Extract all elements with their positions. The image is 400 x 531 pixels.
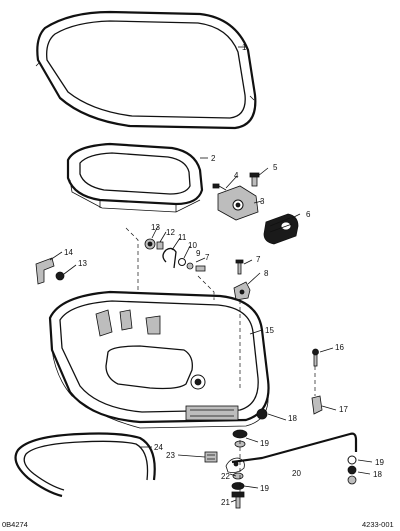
callout-7-upper: 7	[256, 255, 261, 264]
latch-knob-part	[263, 213, 299, 245]
callout-21: 21	[221, 498, 230, 507]
footer-left-code: 0B4274	[2, 520, 28, 529]
callout-7-lower: 7	[205, 253, 210, 262]
callout-8: 8	[264, 269, 269, 278]
mounting-frame-part	[66, 142, 204, 213]
handle-loop-part	[14, 432, 156, 498]
callout-13-left: 13	[78, 259, 87, 268]
callout-10: 10	[188, 241, 197, 250]
latch-bracket-part	[212, 172, 260, 221]
callout-1: 1	[242, 43, 247, 52]
callout-2: 2	[211, 154, 216, 163]
footer-right-code: 4233-001	[362, 520, 394, 529]
callout-12: 12	[166, 228, 175, 237]
callout-14: 14	[64, 248, 73, 257]
callout-3: 3	[260, 197, 265, 206]
right-screw-bracket	[233, 259, 251, 390]
callout-20: 20	[292, 469, 301, 478]
callout-19-upper: 19	[260, 439, 269, 448]
callout-4: 4	[234, 171, 239, 180]
callout-23: 23	[166, 451, 175, 460]
left-clip-part	[35, 257, 65, 285]
leader-lines	[49, 46, 373, 503]
callout-labels: 1 2 3 4 5 6 7 7 8 9 10 11 12 13 13 14 15…	[64, 43, 384, 507]
callout-18-right: 18	[373, 470, 382, 479]
callout-15: 15	[265, 326, 274, 335]
bottom-cowl-part	[48, 290, 270, 429]
callout-19-lower: 19	[260, 484, 269, 493]
callout-5: 5	[273, 163, 278, 172]
callout-19-right: 19	[375, 458, 384, 467]
callout-24: 24	[154, 443, 163, 452]
linkage-rod-part	[225, 432, 358, 473]
callout-6: 6	[306, 210, 311, 219]
right-rod-hardware	[256, 348, 323, 420]
top-seal-part	[35, 10, 257, 130]
callout-13-upper: 13	[151, 223, 160, 232]
callout-11: 11	[178, 233, 187, 242]
callout-17: 17	[339, 405, 348, 414]
small-hardware-stack	[125, 227, 215, 300]
callout-16: 16	[335, 343, 344, 352]
callout-18-middle: 18	[288, 414, 297, 423]
callout-22: 22	[221, 472, 230, 481]
bottom-hardware-stack	[204, 429, 357, 509]
callout-9: 9	[196, 249, 201, 258]
